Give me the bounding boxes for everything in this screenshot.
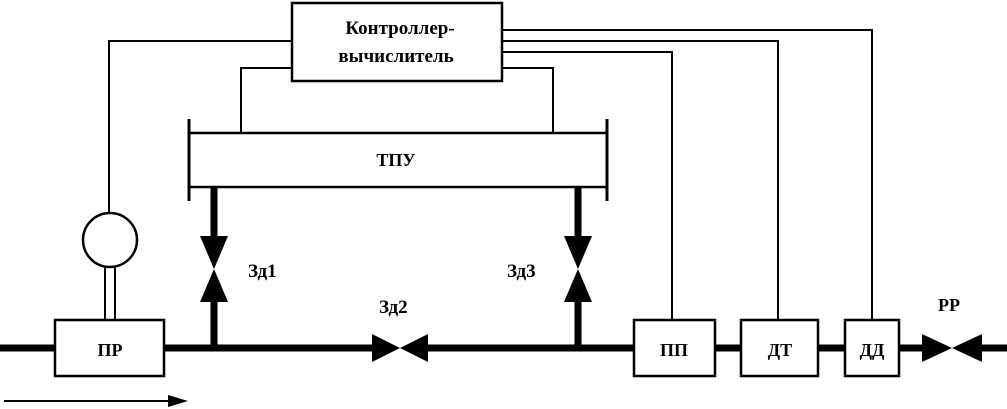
sensor-pp-label: ПП — [660, 340, 688, 360]
signal-line-dt — [502, 40, 779, 320]
valve-zd2-label: Зд2 — [379, 297, 408, 318]
controller-label-line1: Контроллер- — [345, 18, 454, 39]
sensor-dt-box — [739, 318, 820, 378]
signal-line-tpu-right — [502, 67, 554, 133]
controller-box — [290, 1, 504, 83]
signal-lines — [104, 29, 873, 320]
signal-line-dd — [502, 29, 873, 320]
flow-direction-arrow-icon — [4, 395, 188, 407]
valve-rr-label: РР — [938, 295, 960, 315]
signal-line-tpu-left — [240, 67, 292, 133]
flow-meter-box — [53, 318, 166, 378]
signal-line-pp — [502, 51, 673, 320]
valve-zd1-icon — [200, 236, 228, 302]
pipes — [0, 187, 1007, 352]
flow-meter-label: ПР — [98, 340, 123, 360]
valve-zd3-label: Зд3 — [507, 261, 536, 282]
controller-label-line2: вычислитель — [338, 46, 453, 67]
sensor-dt-label: ДТ — [768, 340, 792, 360]
valve-rr-icon — [922, 334, 982, 362]
flow-meter-gauge-icon — [81, 211, 139, 269]
signal-line-flow-meter — [108, 40, 292, 214]
sensor-dd-box — [843, 318, 901, 378]
valve-zd2-icon — [372, 334, 428, 362]
tpu-label: ТПУ — [376, 150, 415, 170]
valve-zd3-icon — [564, 236, 592, 302]
valve-zd1-label: Зд1 — [248, 261, 277, 282]
sensor-dd-label: ДД — [860, 340, 885, 360]
sensor-pp-box — [632, 318, 717, 378]
